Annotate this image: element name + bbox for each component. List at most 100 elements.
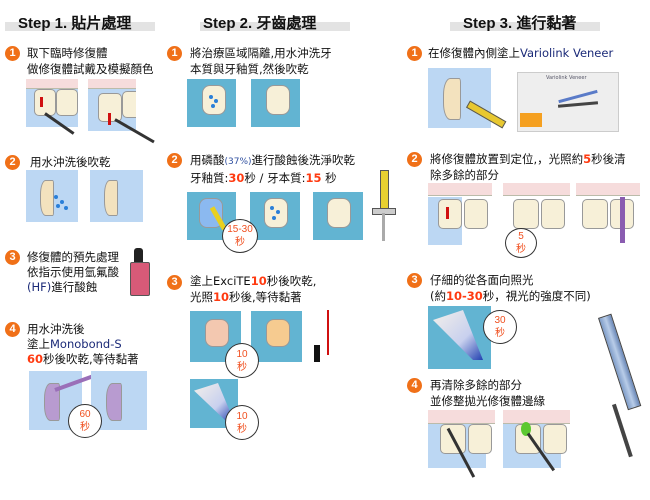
hf-bottle-cap-icon (134, 248, 143, 262)
text-line: 將修復體放置到定位,，光照約5秒後清 (430, 151, 626, 167)
highlight-text: Monobond-S (50, 337, 122, 351)
highlight-text: (37%) (224, 157, 252, 167)
etch-rinse-illustration (250, 192, 300, 240)
highlight-text: 10 (213, 290, 230, 304)
brush-applicator-icon (327, 310, 329, 355)
text-segment: 用水沖洗後吹乾 (30, 155, 111, 169)
text-segment: (約 (430, 289, 446, 303)
step2-item2-badge: 2 (167, 153, 182, 168)
highlight-text: (HF) (27, 280, 52, 294)
variolink-kit-image: Variolink Veneer (517, 72, 619, 132)
text-segment: 秒後吹乾,等待黏著 (43, 352, 139, 366)
text-segment: 秒後清 (591, 152, 626, 166)
step2-item3-badge: 3 (167, 275, 182, 290)
phosphoric-acid-syringe-icon (380, 170, 389, 212)
rinse-veneer-illustration (26, 170, 78, 222)
step1-title: Step 1. 貼片處理 (18, 15, 132, 32)
text-line: 60秒後吹乾,等待黏著 (27, 352, 139, 367)
finishing-illustration (428, 410, 495, 468)
text-segment: 進行酸蝕 (51, 280, 98, 294)
text-segment: 將修復體放置到定位,，光照約 (430, 152, 584, 166)
try-in-illustration (88, 79, 136, 131)
highlight-text: 30 (228, 171, 245, 185)
text-segment: 依指示使用氫氟酸 (27, 265, 119, 279)
text-line: (HF)進行酸蝕 (27, 280, 119, 295)
text-line: 將治療區域隔離,用水沖洗牙 (190, 45, 332, 61)
text-line: 用水沖洗後 (27, 322, 139, 337)
text-line: 修復體的預先處理 (27, 250, 119, 265)
step1-header-bar (5, 22, 155, 31)
step2-item1-text: 將治療區域隔離,用水沖洗牙本質與牙釉質,然後吹乾 (190, 45, 332, 77)
step1-item2-text: 用水沖洗後吹乾 (30, 154, 111, 170)
text-line: 再清除多餘的部分 (430, 377, 545, 393)
text-segment: 秒後吹乾, (266, 274, 317, 288)
hf-bottle-icon (130, 262, 150, 296)
place-veneer-illustration (428, 183, 492, 245)
text-segment: 將治療區域隔離,用水沖洗牙 (190, 46, 332, 60)
final-cure-illustration (428, 306, 491, 369)
text-segment: 本質與牙釉質,然後吹乾 (190, 62, 309, 76)
text-line: 光照10秒後,等待黏著 (190, 289, 316, 305)
text-segment: 塗上ExciTE (190, 274, 251, 288)
text-line: 用磷酸(37%)進行酸蝕後洗淨吹乾 (190, 152, 355, 170)
text-line: (約10-30秒，視光的強度不同) (430, 288, 591, 304)
text-segment: 修復體的預先處理 (27, 250, 119, 264)
text-line: 在修復體內側塗上Variolink Veneer (428, 45, 613, 61)
text-segment: 做修復體試戴及模擬顏色 (27, 62, 154, 76)
step2-item1-badge: 1 (167, 46, 182, 61)
text-line: 塗上ExciTE10秒後吹乾, (190, 273, 316, 289)
brush-handle-icon (314, 345, 320, 362)
highlight-text: 5 (583, 152, 592, 166)
step2-item3-text: 塗上ExciTE10秒後吹乾,光照10秒後,等待黏著 (190, 273, 316, 305)
text-line: 牙釉質:30秒 / 牙本質:15 秒 (190, 170, 355, 186)
step3-item2-text: 將修復體放置到定位,，光照約5秒後清除多餘的部分 (430, 151, 626, 183)
text-line: 做修復體試戴及模擬顏色 (27, 61, 154, 77)
highlight-text: 60 (27, 352, 44, 366)
isolate-rinse-illustration (187, 79, 236, 127)
step3-item3-badge: 3 (407, 273, 422, 288)
syringe-plunger-icon (382, 213, 385, 241)
text-line: 塗上Monobond-S (27, 337, 139, 352)
step2-item2-text: 用磷酸(37%)進行酸蝕後洗淨吹乾牙釉質:30秒 / 牙本質:15 秒 (190, 152, 355, 186)
step3-item2-badge: 2 (407, 152, 422, 167)
polishing-illustration (503, 410, 570, 468)
kit-label: Variolink Veneer (546, 75, 587, 81)
text-segment: 並修整拋光修復體邊緣 (430, 394, 545, 408)
text-line: 仔細的從各面向照光 (430, 272, 591, 288)
text-segment: 秒 / 牙本質: (244, 171, 306, 185)
text-line: 依指示使用氫氟酸 (27, 265, 119, 280)
remove-temporary-illustration (26, 79, 78, 127)
remove-excess-illustration (576, 183, 640, 245)
text-segment: 秒，視光的強度不同) (482, 289, 591, 303)
step1-item1-text: 取下臨時修復體做修復體試戴及模擬顏色 (27, 45, 154, 77)
text-line: 用水沖洗後吹乾 (30, 154, 111, 170)
step3-item1-text: 在修復體內側塗上Variolink Veneer (428, 45, 613, 61)
highlight-text: Variolink Veneer (520, 46, 614, 60)
highlight-text: 10 (250, 274, 267, 288)
apply-cement-illustration (428, 68, 491, 128)
text-segment: 取下臨時修復體 (27, 46, 108, 60)
step1-item1-badge: 1 (5, 46, 20, 61)
isolate-dry-illustration (251, 79, 300, 127)
variolink-syringe-icon (598, 313, 642, 411)
text-segment: 秒後,等待黏著 (229, 290, 302, 304)
step2-title: Step 2. 牙齒處理 (203, 15, 317, 32)
text-segment: 牙釉質: (190, 171, 229, 185)
step2-header-bar (200, 22, 350, 31)
text-segment: 除多餘的部分 (430, 168, 499, 182)
text-segment: 用磷酸 (190, 153, 225, 167)
step3-item1-badge: 1 (407, 46, 422, 61)
text-line: 取下臨時修復體 (27, 45, 154, 61)
etch-dry-illustration (313, 192, 363, 240)
text-segment: 再清除多餘的部分 (430, 378, 522, 392)
step1-item3-badge: 3 (5, 250, 20, 265)
text-segment: 光照 (190, 290, 213, 304)
step3-header-bar (450, 22, 600, 31)
